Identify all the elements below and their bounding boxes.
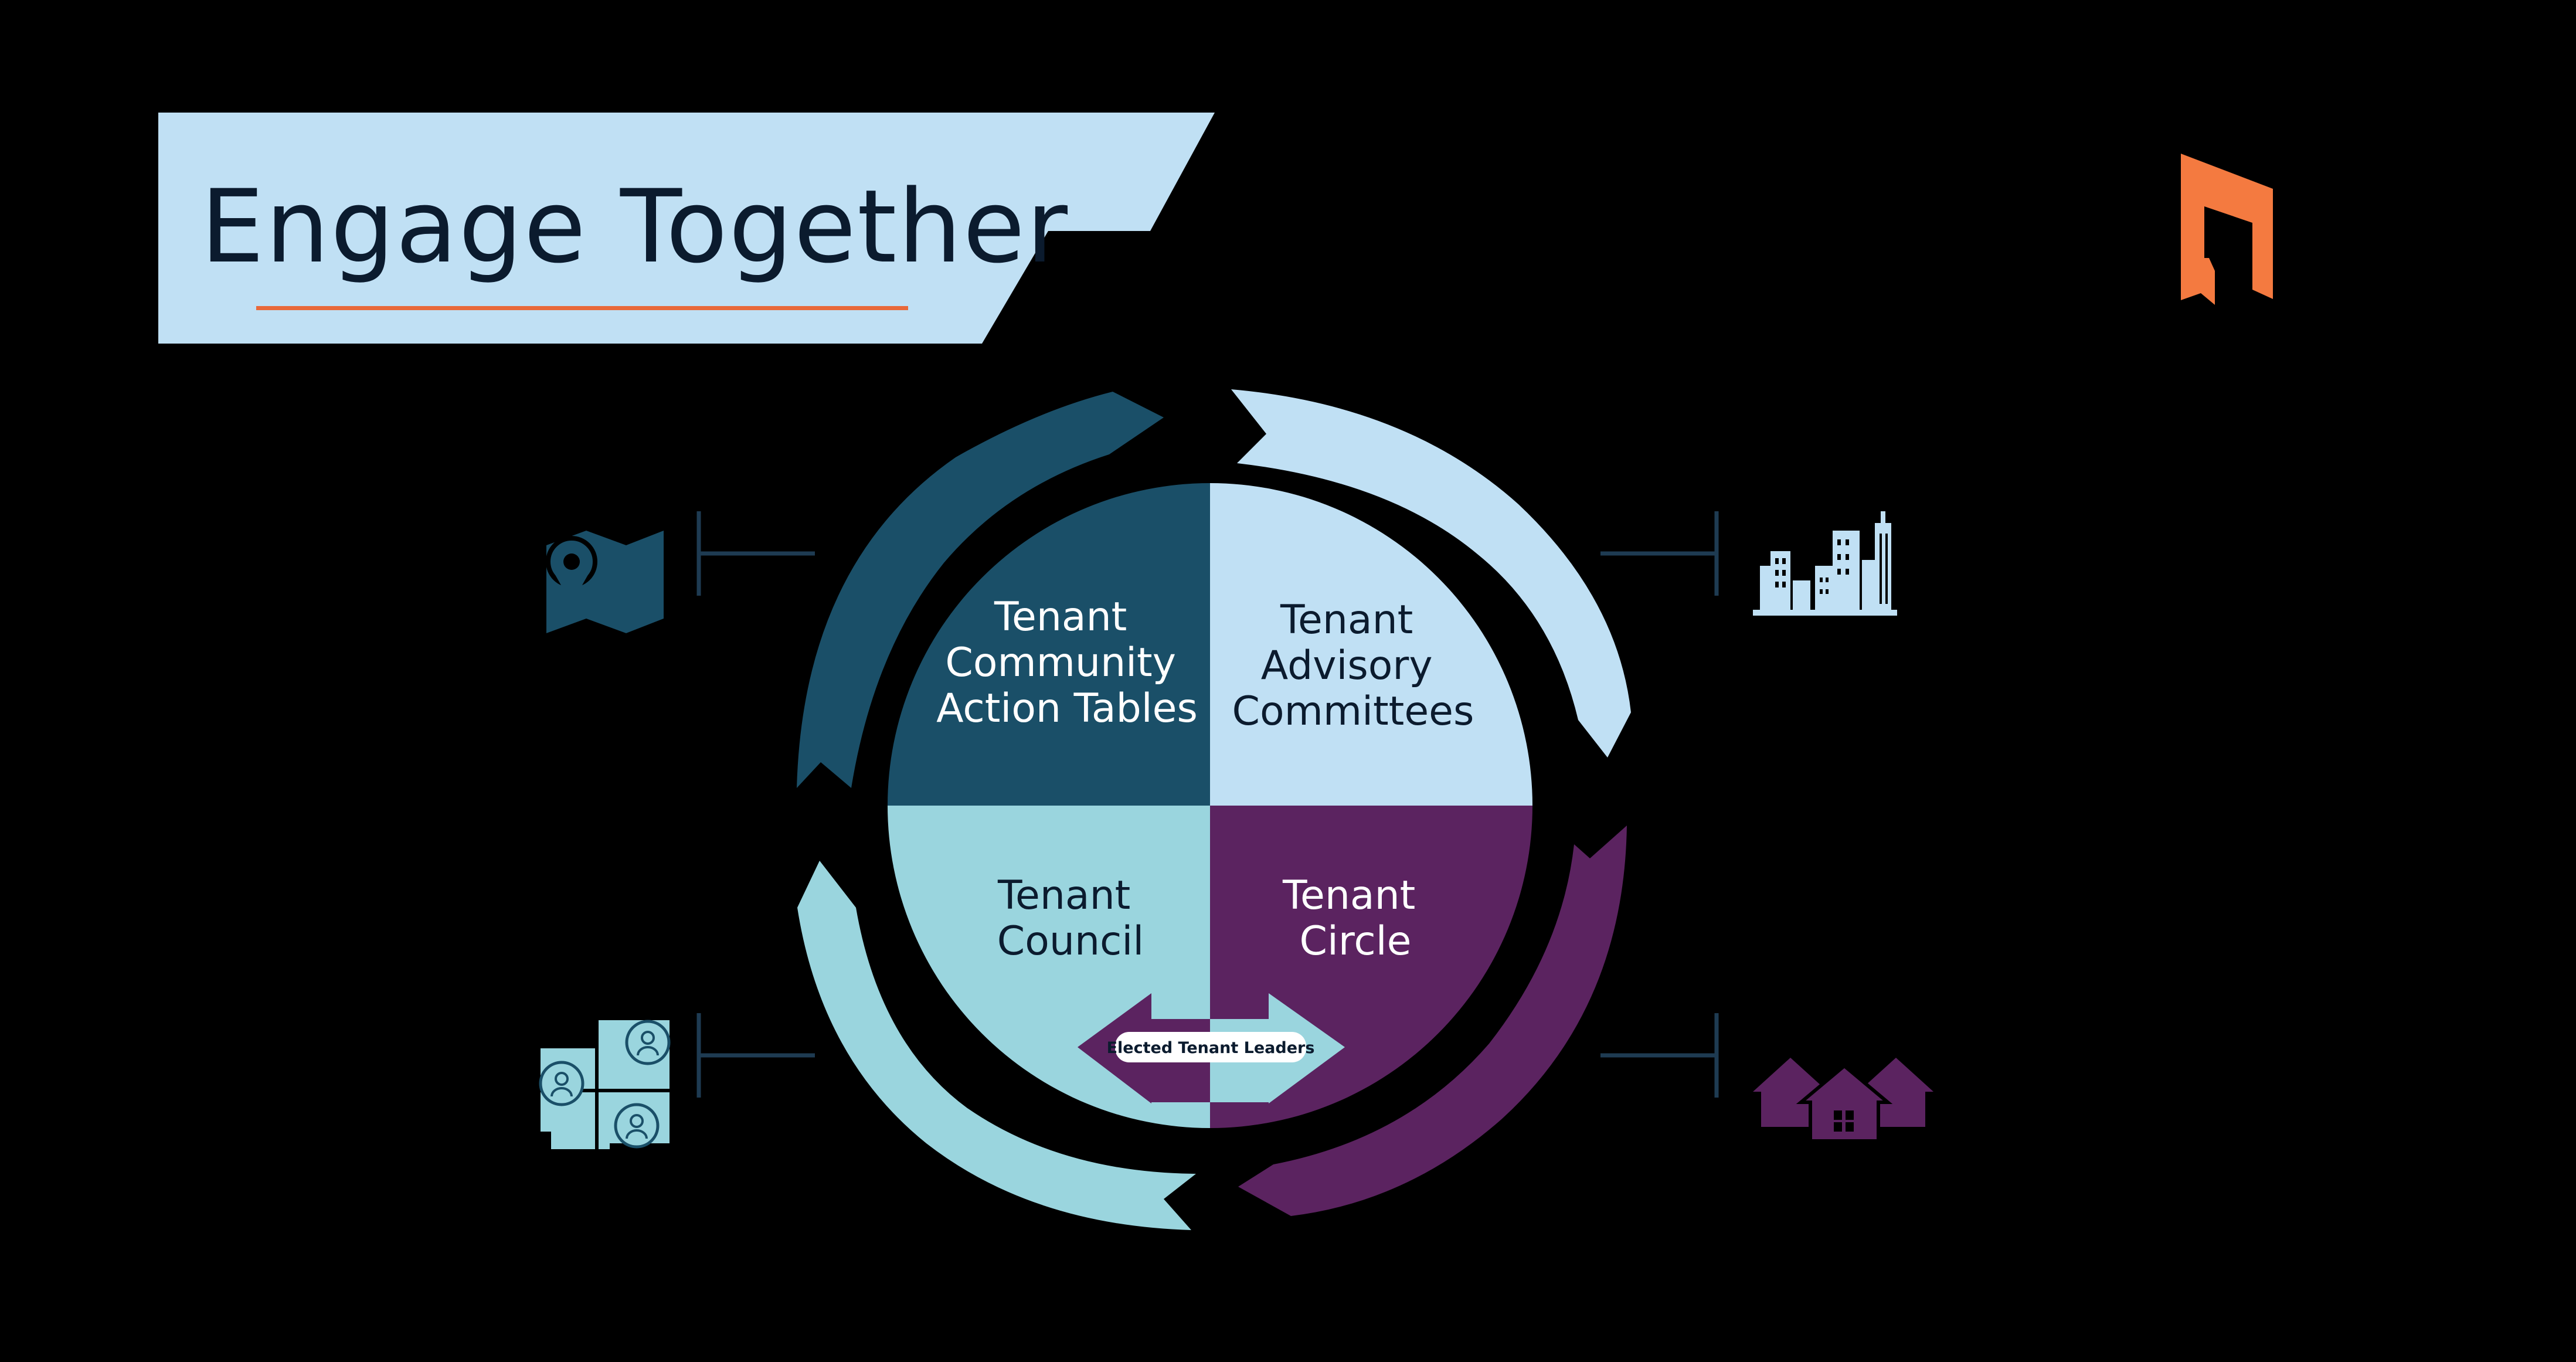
quadrant-label-bottom-right: Tenant Circle	[1282, 872, 1428, 964]
ring-arc-aqua	[797, 861, 1196, 1230]
quadrant-top-right	[1210, 483, 1532, 806]
ring-arc-dark-teal	[797, 392, 1164, 788]
people-network-icon	[539, 1020, 671, 1149]
connector-line-bottom-right	[1600, 1013, 1719, 1098]
quadrant-label-top-left: Tenant Community Action Tables	[936, 594, 1198, 732]
connector-line-top-right	[1600, 511, 1719, 596]
ring-arc-purple	[1238, 826, 1627, 1216]
connector-line-top-left	[696, 511, 815, 596]
ring-arc-light-blue	[1231, 389, 1631, 758]
map-pin-icon	[546, 531, 664, 633]
quadrant-label-top-right: Tenant Advisory Committees	[1232, 597, 1474, 735]
page-title: Engage Together	[200, 168, 1069, 286]
bookmark-logo-icon	[2181, 154, 2273, 305]
connector-label: Elected Tenant Leaders	[1107, 1039, 1315, 1057]
city-skyline-icon	[1753, 511, 1897, 616]
title-underline	[256, 306, 908, 310]
connector-label-pill	[1115, 1032, 1306, 1062]
title-banner: Engage Together	[158, 113, 1215, 344]
quadrant-label-bottom-left: Tenant Council	[997, 872, 1144, 964]
title-banner-shape	[158, 113, 1215, 344]
elected-leaders-connector: Elected Tenant Leaders	[1078, 993, 1345, 1103]
houses-icon	[1753, 1058, 1933, 1143]
quadrant-top-left	[888, 483, 1210, 806]
connector-line-bottom-left	[696, 1013, 815, 1098]
outer-ring	[797, 389, 1631, 1230]
connector-lines	[696, 511, 1719, 1098]
